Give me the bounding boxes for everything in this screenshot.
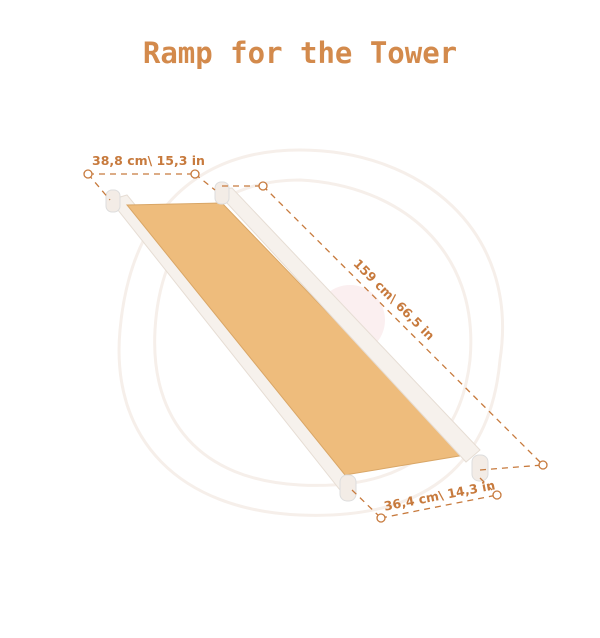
ramp (105, 181, 489, 502)
dimension-endpoints (83, 169, 548, 523)
page-title: Ramp for the Tower (142, 36, 458, 70)
width-top-label: 38,8 cm\ 15,3 in (92, 153, 205, 168)
